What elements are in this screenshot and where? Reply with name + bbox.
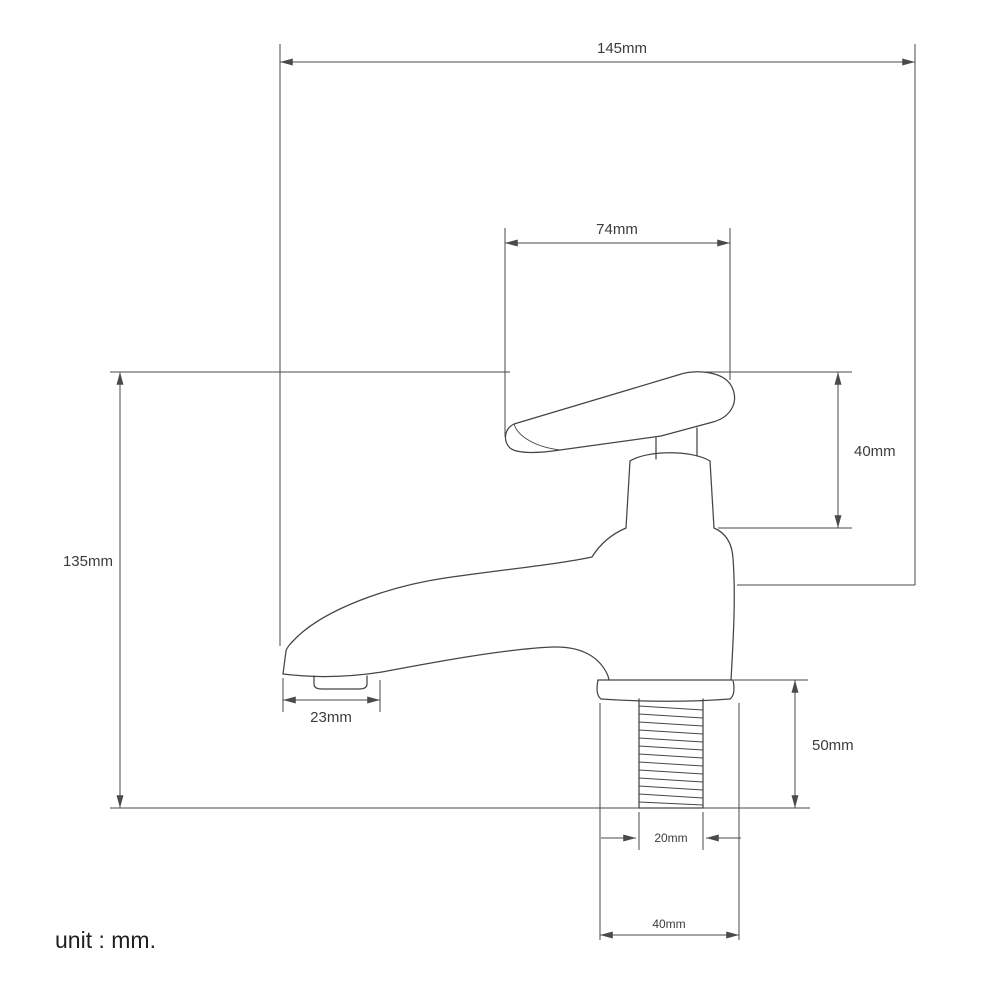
dim-shank-length: 50mm [734,679,854,808]
spout-underside [381,646,610,681]
handle-width-label: 74mm [596,221,638,238]
neck-top [629,452,711,462]
body-right-edge [713,527,735,681]
unit-note: unit : mm. [55,927,156,953]
base-width-label: 40mm [652,917,685,931]
neck-right [709,460,715,529]
overall-height-label: 135mm [63,553,113,570]
shank-length-label: 50mm [812,737,854,754]
spout-tip-bottom [282,671,383,678]
dimension-annotations: 145mm 74mm 40mm 135mm 23mm [63,40,916,940]
dim-overall-width: 145mm [279,40,916,646]
overall-width-label: 145mm [597,40,647,57]
shank-threads [638,705,704,806]
dim-handle-height: 40mm [700,371,896,529]
dim-shank-diameter: 20mm [601,812,741,850]
aerator [313,675,368,690]
handle-lever [504,371,736,454]
base-flange-right [729,679,735,700]
handle-stem [655,427,698,460]
spout-top-edge [282,527,627,675]
faucet-outline [282,371,736,809]
neck-left [625,460,631,529]
base-flange-bottom [600,698,731,702]
handle-tip-line [513,423,561,451]
handle-height-label: 40mm [854,443,896,460]
dim-spout-tip: 23mm [282,678,381,726]
dim-handle-width: 74mm [504,221,731,437]
base-flange-left [596,679,602,700]
spout-tip-label: 23mm [310,709,352,726]
dim-base-width: 40mm [599,703,740,940]
shank-diameter-label: 20mm [654,831,687,845]
dim-overall-height: 135mm [63,371,810,809]
